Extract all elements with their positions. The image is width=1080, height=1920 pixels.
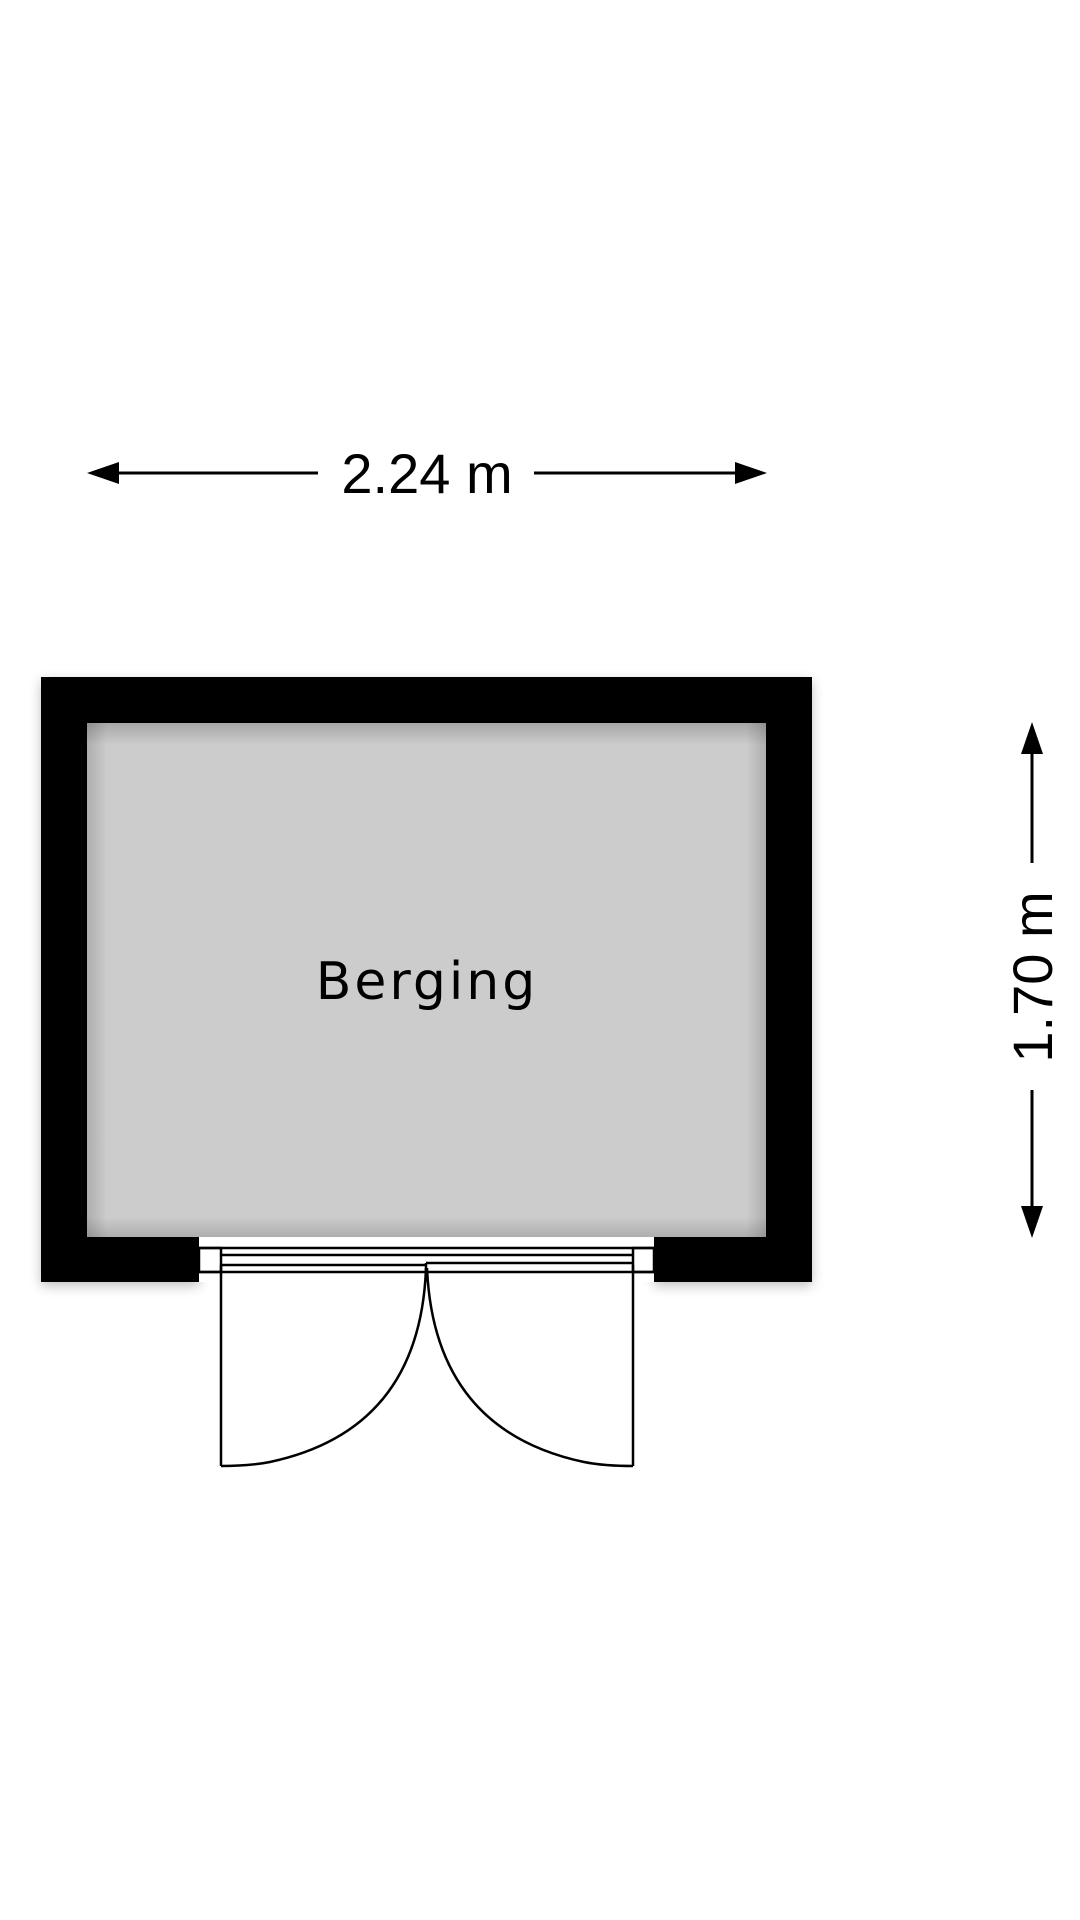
room-floor	[87, 723, 766, 1237]
room-name: Berging	[316, 952, 539, 1012]
arrow-right-icon	[735, 462, 767, 484]
walls	[41, 677, 812, 1282]
height-dimension: 1.70 m	[1001, 722, 1064, 1238]
door-swing-right	[425, 1267, 634, 1468]
height-label: 1.70 m	[1001, 891, 1064, 1062]
arrow-down-icon	[1021, 1206, 1043, 1238]
double-door	[197, 1237, 656, 1468]
door-swing-left	[220, 1267, 428, 1468]
arrow-up-icon	[1021, 722, 1043, 754]
room-berging: Berging	[41, 677, 812, 1282]
width-label: 2.24 m	[341, 442, 512, 505]
arrow-left-icon	[87, 462, 119, 484]
width-dimension: 2.24 m	[87, 442, 767, 505]
